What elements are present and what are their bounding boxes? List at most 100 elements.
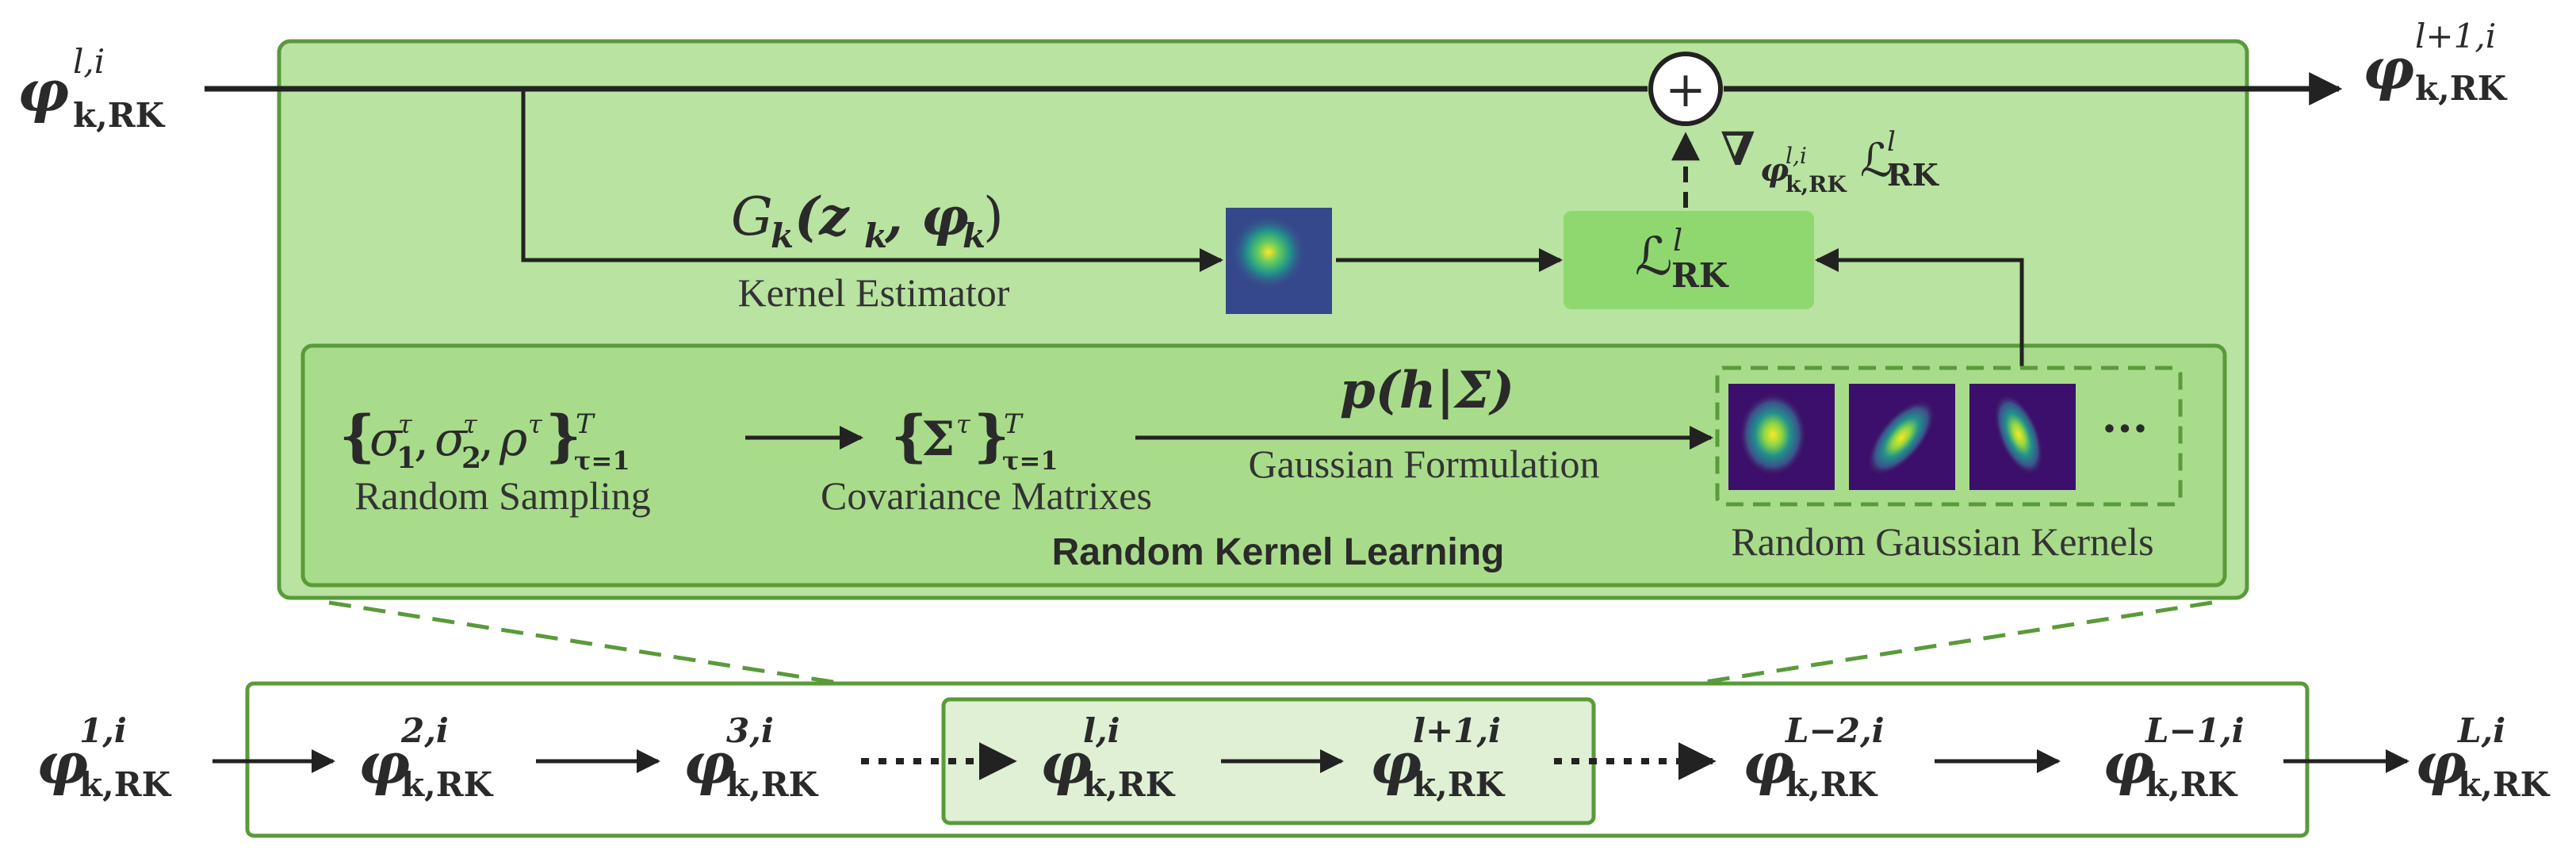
svg-text:φ: φ xyxy=(17,57,69,124)
svg-text:T: T xyxy=(1004,408,1024,440)
chain-node-sub: k,RK xyxy=(2458,765,2551,804)
chain-node-sup: L,i xyxy=(2457,711,2505,750)
chain-node-sup: l+1,i xyxy=(1413,711,1501,750)
chain-node-base: φ xyxy=(1743,729,1794,797)
chain-node: φk,RK L−1,i xyxy=(2103,711,2245,804)
chain-node: φk,RK 2,i xyxy=(358,711,494,804)
svg-text:ρ: ρ xyxy=(499,412,527,467)
random-kernel-3 xyxy=(1969,384,2076,490)
svg-text:}: } xyxy=(974,403,1009,469)
chain-node-base: φ xyxy=(1040,729,1092,797)
svg-text:k: k xyxy=(771,216,794,255)
gradient-label: ∇ φ k,RK l,i ℒ RK l xyxy=(1721,122,1940,197)
gaussian-formula: p(h|Σ) xyxy=(1340,361,1514,420)
svg-text:k,RK: k,RK xyxy=(73,96,166,135)
top-output-symbol: φ k,RK l+1,i xyxy=(2363,17,2508,108)
svg-text:σ: σ xyxy=(434,412,469,467)
covariance-label: Covariance Matrixes xyxy=(821,473,1152,518)
svg-text:): ) xyxy=(983,186,1004,247)
sampling-formula: { σ 1 τ , σ 2 τ , ρ τ } T τ=1 xyxy=(339,403,630,476)
chain-node-base: φ xyxy=(1370,729,1422,797)
svg-text:2: 2 xyxy=(461,442,481,475)
covariance-formula: { Σ τ } T τ=1 xyxy=(891,403,1058,476)
svg-text:l: l xyxy=(1673,223,1682,258)
svg-text:l: l xyxy=(1887,126,1896,158)
svg-text:k: k xyxy=(963,216,986,255)
svg-text:{: { xyxy=(339,403,375,469)
rkl-title: Random Kernel Learning xyxy=(1052,531,1505,573)
svg-text:,: , xyxy=(479,412,494,467)
svg-text:}: } xyxy=(545,403,581,469)
svg-text:τ: τ xyxy=(528,409,543,439)
loss-symbol: ℒ RK l xyxy=(1635,223,1729,295)
svg-text:τ: τ xyxy=(398,409,413,439)
svg-text:l+1,i: l+1,i xyxy=(2415,17,2496,56)
svg-text:l,i: l,i xyxy=(1786,143,1807,169)
kernels-to-loss-arrow xyxy=(1815,248,2024,366)
chain-node-base: φ xyxy=(2103,729,2154,797)
plus-symbol: + xyxy=(1665,60,1706,118)
branch-to-estimator xyxy=(521,89,1223,272)
chain-node-sub: k,RK xyxy=(1083,765,1176,804)
chain-node-sub: k,RK xyxy=(79,765,172,804)
svg-text:Σ: Σ xyxy=(921,412,955,467)
top-input-symbol: φ k,RK l,i xyxy=(17,42,166,135)
svg-text:l,i: l,i xyxy=(73,42,105,81)
chain-node-base: φ xyxy=(358,729,410,797)
svg-text:ℒ: ℒ xyxy=(1635,226,1673,287)
chain-node-sub: k,RK xyxy=(726,765,819,804)
kernels-label: Random Gaussian Kernels xyxy=(1731,519,2153,564)
chain-node-sup: L−1,i xyxy=(2145,711,2245,750)
svg-text:τ=1: τ=1 xyxy=(1002,446,1058,476)
chain-node-base: φ xyxy=(36,729,88,797)
chain-node-sup: 1,i xyxy=(79,711,127,750)
svg-text:φ: φ xyxy=(1760,151,1789,189)
chain-node: φk,RK L,i xyxy=(2415,711,2551,804)
svg-text:RK: RK xyxy=(1671,256,1729,295)
svg-text:σ: σ xyxy=(369,412,404,467)
chain-node-sup: L−2,i xyxy=(1785,711,1885,750)
chain-node-base: φ xyxy=(2415,729,2467,797)
chain-node-sup: 2,i xyxy=(400,711,449,750)
svg-text:k,RK: k,RK xyxy=(2415,69,2508,108)
svg-text:RK: RK xyxy=(1887,157,1940,193)
svg-text:G: G xyxy=(731,186,773,247)
chain-node: φk,RK 3,i xyxy=(683,711,819,804)
chain-node-sup: l,i xyxy=(1083,711,1120,750)
svg-text:{: { xyxy=(891,403,927,469)
chain-node-sub: k,RK xyxy=(401,765,494,804)
svg-text:ℒ: ℒ xyxy=(1860,133,1893,187)
svg-text:φ: φ xyxy=(2363,35,2414,102)
kernel-estimator-label: Kernel Estimator xyxy=(738,270,1010,315)
svg-text:τ: τ xyxy=(463,409,478,439)
random-kernel-1 xyxy=(1728,384,1835,490)
sampling-label: Random Sampling xyxy=(354,473,651,518)
chain-node: φk,RKl+1,i xyxy=(1370,711,1506,804)
chain-node-sub: k,RK xyxy=(1786,765,1878,804)
kernels-ellipsis: ··· xyxy=(2102,403,2149,455)
svg-text:τ: τ xyxy=(956,409,971,439)
chain-node: φk,RK l,i xyxy=(1040,711,1176,804)
chain-node-base: φ xyxy=(683,729,735,797)
svg-text:, φ: , φ xyxy=(884,186,969,247)
svg-text:k,RK: k,RK xyxy=(1786,171,1847,197)
random-kernel-2 xyxy=(1849,384,1955,490)
chain-node-sup: 3,i xyxy=(726,711,774,750)
svg-text:1: 1 xyxy=(396,442,416,475)
chain-node: φk,RK 1,i xyxy=(36,711,172,804)
random-kernels-box xyxy=(1715,366,2183,507)
svg-text:∇: ∇ xyxy=(1721,122,1755,176)
estimated-kernel-image xyxy=(1226,208,1332,314)
svg-text:τ=1: τ=1 xyxy=(574,446,630,476)
kernel-estimator-formula: G k (z k , φ k ) xyxy=(731,186,1004,255)
svg-text:(z: (z xyxy=(794,186,850,247)
svg-text:k: k xyxy=(864,216,887,255)
loss-box xyxy=(1564,211,1814,309)
svg-text:,: , xyxy=(414,412,429,467)
plus-node xyxy=(1648,52,1723,126)
svg-text:T: T xyxy=(576,408,595,440)
chain-node-sub: k,RK xyxy=(2145,765,2238,804)
chain-node: φk,RK L−2,i xyxy=(1743,711,1885,804)
